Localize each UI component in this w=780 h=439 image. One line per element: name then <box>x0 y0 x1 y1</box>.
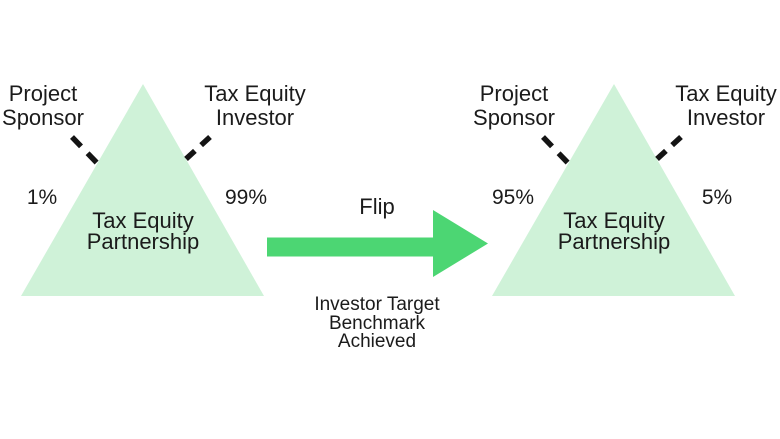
partnership-triangle <box>21 84 264 296</box>
arrow-shape <box>267 210 488 277</box>
project-sponsor-label: Project Sponsor <box>2 81 84 130</box>
dash-line <box>184 134 212 162</box>
sponsor-share-percent: 95% <box>491 186 535 209</box>
partnership-group-after-flip: Project Sponsor Tax Equity Investor 95% … <box>471 0 780 400</box>
investor-connector-dash <box>184 134 212 162</box>
tax-equity-investor-label: Tax Equity Investor <box>675 81 777 130</box>
investor-connector-dash <box>655 134 683 162</box>
sponsor-connector-dash <box>541 135 570 165</box>
dash-line <box>70 135 99 165</box>
flip-arrow-icon <box>267 210 488 277</box>
flip-label: Flip <box>359 194 395 219</box>
dash-line <box>655 134 683 162</box>
partnership-group-before-flip: Project Sponsor Tax Equity Investor 1% 9… <box>0 0 309 400</box>
project-sponsor-label: Project Sponsor <box>473 81 555 130</box>
benchmark-achieved-caption: Investor Target Benchmark Achieved <box>314 294 440 352</box>
investor-share-percent: 99% <box>224 186 268 209</box>
investor-share-percent: 5% <box>701 186 733 209</box>
tax-equity-partnership-label: Tax Equity Partnership <box>86 208 200 254</box>
tax-equity-investor-label: Tax Equity Investor <box>204 81 306 130</box>
triangle-shape <box>21 84 264 296</box>
triangle-shape <box>492 84 735 296</box>
dash-line <box>541 135 570 165</box>
sponsor-share-percent: 1% <box>26 186 58 209</box>
sponsor-connector-dash <box>70 135 99 165</box>
partnership-triangle <box>492 84 735 296</box>
tax-equity-partnership-label: Tax Equity Partnership <box>557 208 671 254</box>
